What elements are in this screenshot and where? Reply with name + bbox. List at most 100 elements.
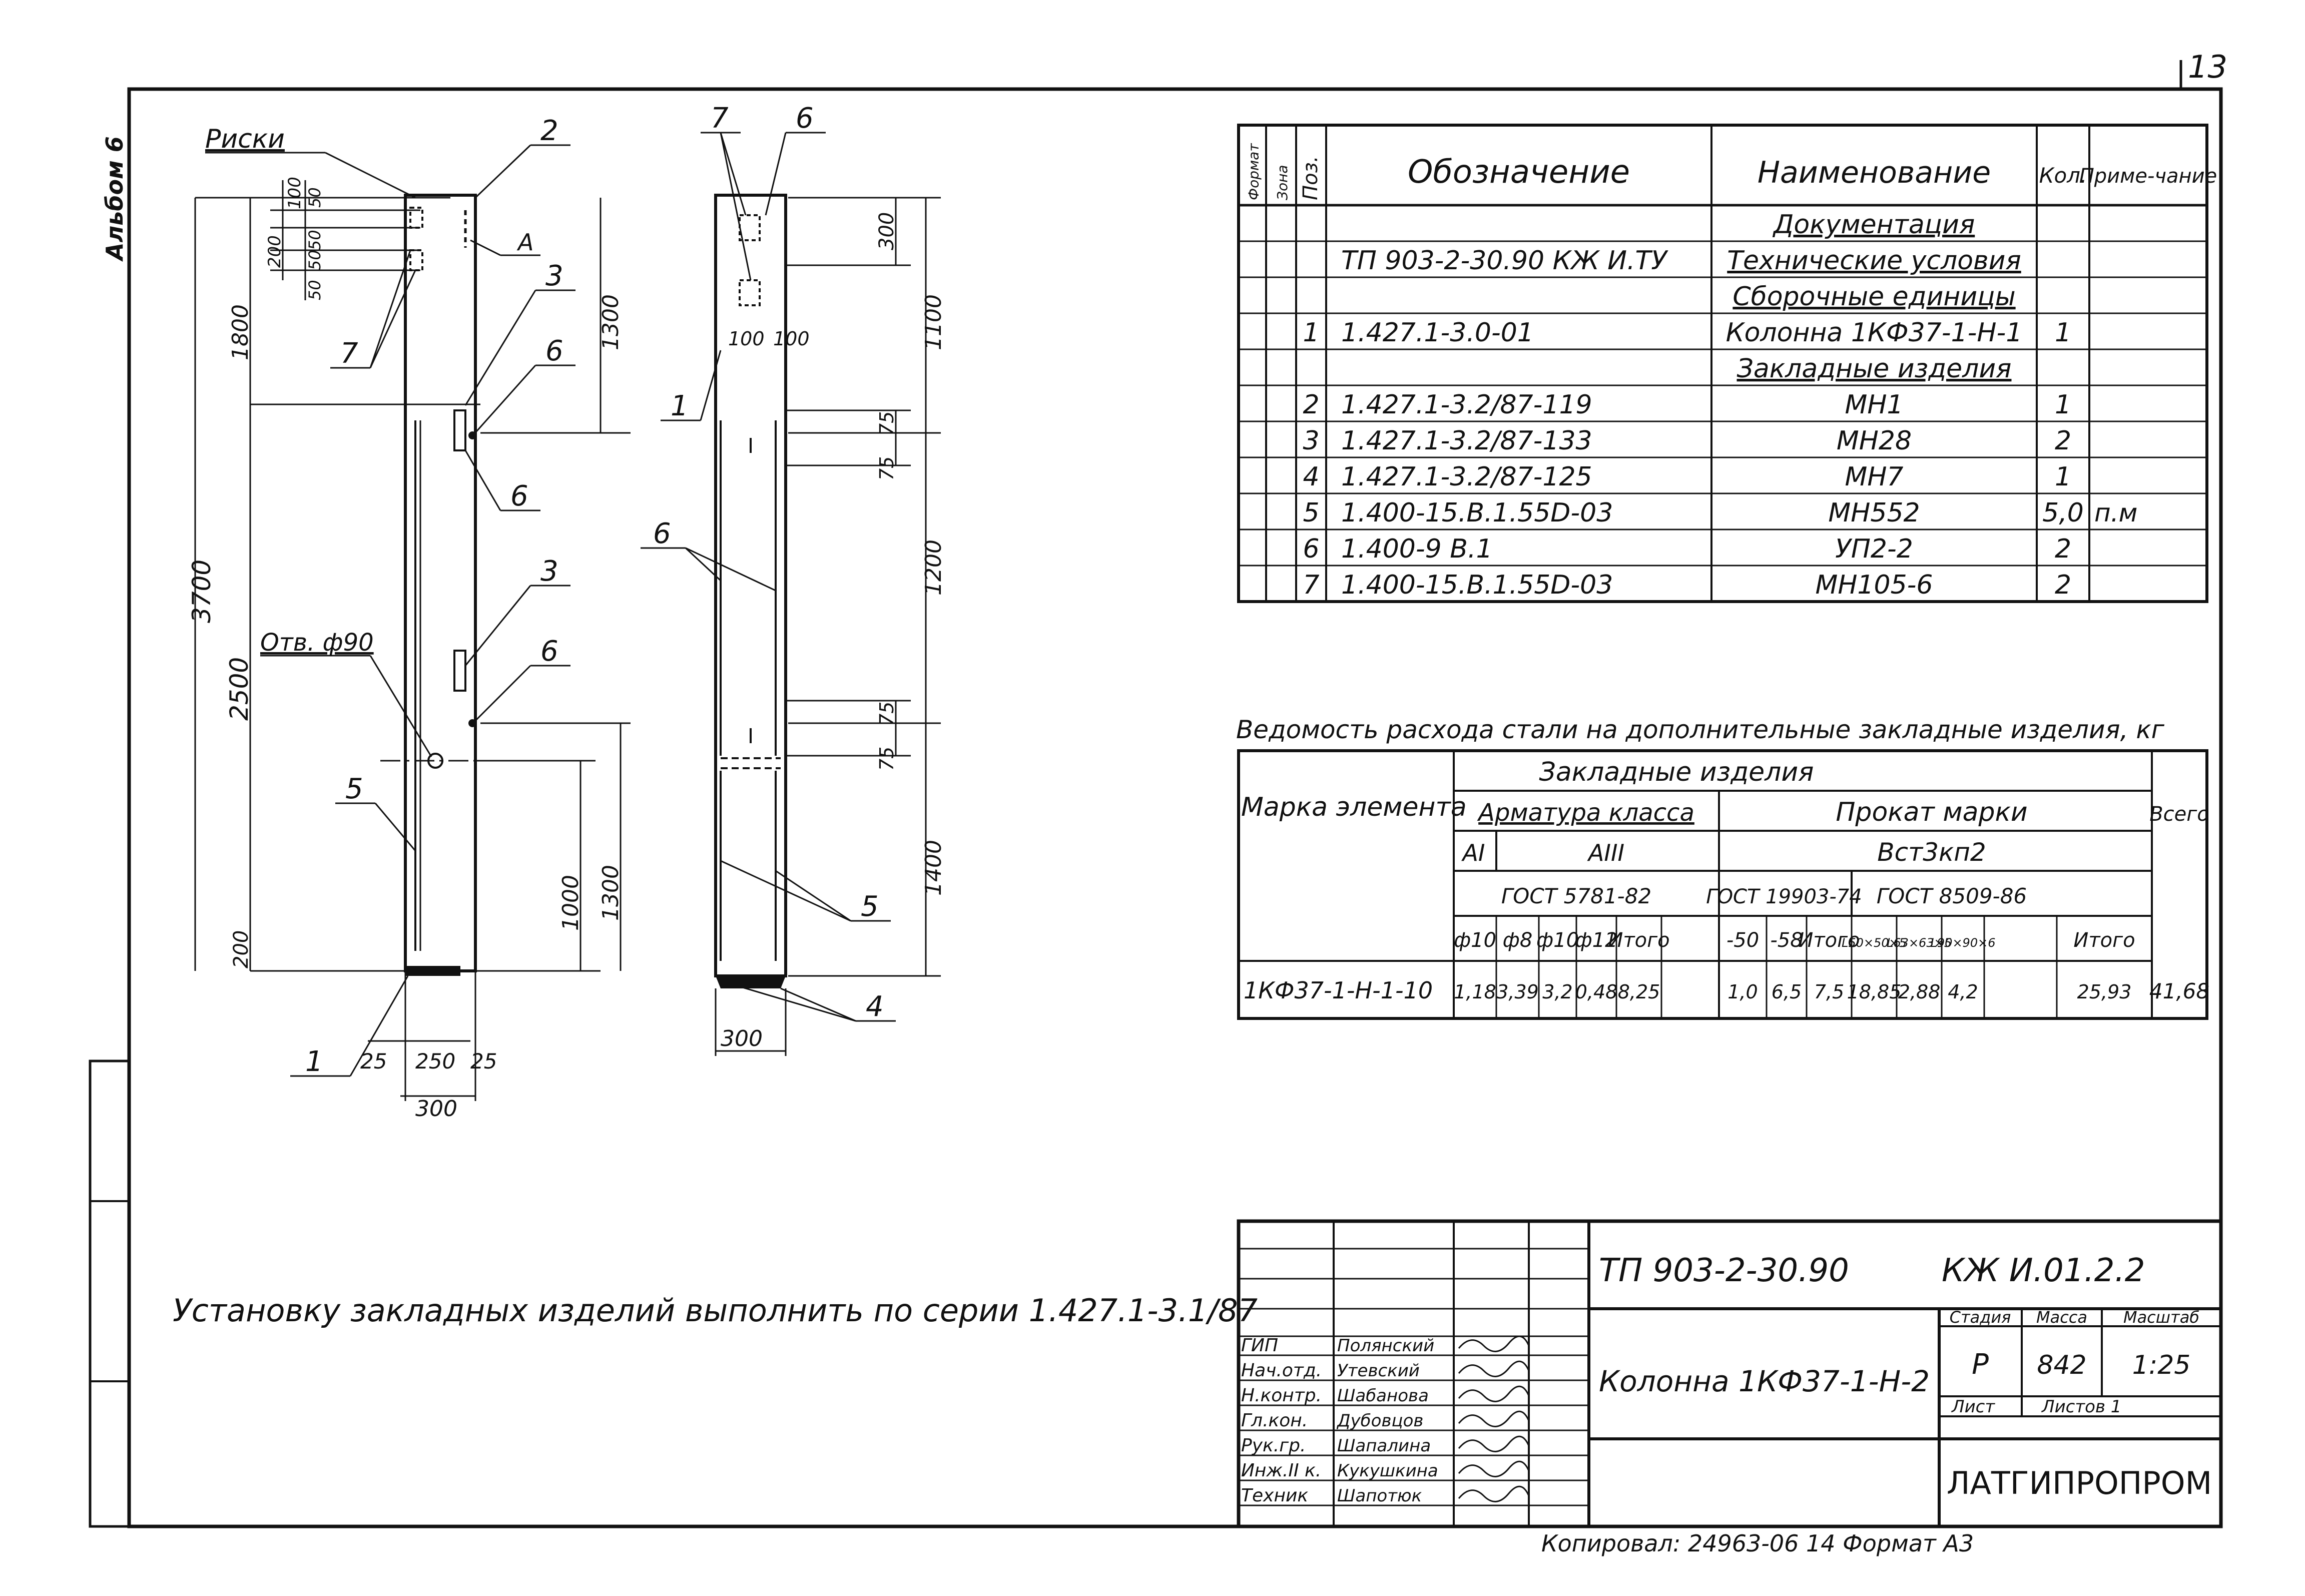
spec-name: МН7: [1845, 462, 1903, 492]
spec-name: МН552: [1828, 498, 1920, 528]
label-a: А: [516, 229, 533, 256]
dim-r-300: 300: [875, 212, 898, 250]
row-mark: 1КФ37-1-Н-1-10: [1244, 977, 1433, 1004]
steel-subcol: Итого: [1798, 929, 1860, 952]
installation-note: Установку закладных изделий выполнить по…: [173, 1292, 1258, 1329]
signature: [1458, 1460, 1530, 1477]
callout-3-bottom: 3: [540, 555, 558, 588]
spec-code: ТП 903-2-30.90 КЖ И.ТУ: [1341, 246, 1668, 276]
spec-code: 1.427.1-3.2/87-119: [1341, 390, 1592, 420]
h-mark: Марка элемента: [1241, 792, 1467, 822]
staff-role: Н.контр.: [1241, 1385, 1322, 1406]
spec-name: Документация: [1773, 210, 1975, 240]
spec-border: [1237, 124, 2208, 603]
steel-value: 0,48: [1575, 981, 1618, 1003]
staff-role: Техник: [1241, 1485, 1308, 1506]
dim-r-300b: 300: [721, 1026, 763, 1051]
dim-50a: 50: [305, 187, 324, 208]
steel-subcol: ф10: [1454, 929, 1496, 952]
steel-subcol: ф12: [1575, 929, 1617, 952]
h-gost1: ГОСТ 5781-82: [1501, 884, 1651, 908]
dim-1300b: 1300: [598, 865, 624, 921]
spec-qty: 1: [2055, 462, 2071, 492]
r-callout-7: 7: [711, 102, 729, 135]
r-callout-4: 4: [866, 990, 884, 1023]
dim-r-100a: 100: [728, 328, 765, 350]
r-callout-1: 1: [671, 390, 689, 422]
steel-subcol: ф10: [1536, 929, 1579, 952]
spec-row: ТП 903-2-30.90 КЖ И.ТУ Технические услови…: [1341, 246, 2021, 276]
signature: [1458, 1385, 1530, 1402]
dim-1300a: 1300: [598, 294, 624, 350]
steel-value: 4,2: [1948, 981, 1978, 1003]
dim-1800: 1800: [228, 304, 253, 360]
spec-name: Закладные изделия: [1737, 354, 2012, 384]
dim-r-1400: 1400: [921, 840, 946, 896]
spec-code: 1.400-15.В.1.55D-03: [1341, 570, 1613, 600]
tb-drawing-name: Колонна 1КФ37-1-Н-2: [1599, 1364, 1930, 1398]
callout-7: 7: [340, 337, 358, 370]
steel-value: 6,5: [1772, 981, 1802, 1003]
staff-name: Утевский: [1337, 1361, 1420, 1381]
tb-code: КЖ И.01.2.2: [1942, 1252, 2145, 1289]
spec-row: Сборочные единицы: [1733, 282, 2015, 312]
spec-pos: 2: [1303, 390, 1319, 420]
dim-r-75d: 75: [876, 747, 898, 771]
callout-5: 5: [345, 773, 363, 805]
spec-name: Колонна 1КФ37-1-Н-1: [1726, 318, 2023, 348]
spec-name: МН1: [1845, 390, 1903, 420]
spec-row: Закладные изделия: [1737, 354, 2012, 384]
steel-value: 3,39: [1496, 981, 1539, 1003]
h-total: Всего: [2149, 803, 2209, 826]
spec-header-4: Наименование: [1758, 155, 1991, 190]
dim-50c: 50: [305, 250, 324, 270]
spec-qty: 2: [2055, 534, 2071, 564]
spec-qty: 5,0: [2042, 498, 2084, 528]
dim-200: 200: [265, 235, 285, 268]
staff-name: Дубовцов: [1336, 1411, 1423, 1431]
dim-25a: 25: [360, 1049, 387, 1074]
spec-note: п.м: [2094, 498, 2137, 527]
dim-r-1200: 1200: [921, 540, 946, 596]
spec-pos: 6: [1303, 534, 1319, 564]
steel-value: 3,2: [1542, 981, 1572, 1003]
steel-value: 25,93: [2077, 981, 2132, 1003]
spec-header-3: Обозначение: [1408, 154, 1630, 191]
dim-r-75c: 75: [876, 702, 898, 726]
spec-name: УП2-2: [1835, 534, 1913, 564]
spec-pos: 7: [1303, 570, 1319, 600]
spec-name: Технические условия: [1727, 246, 2021, 276]
staff-role: ГИП: [1241, 1335, 1278, 1356]
steel-subcol: -58: [1770, 929, 1803, 952]
label-risks: Риски: [205, 124, 285, 154]
staff-role: Инж.II к.: [1241, 1460, 1321, 1481]
spec-name: Сборочные единицы: [1733, 282, 2015, 312]
staff-role: Гл.кон.: [1241, 1410, 1308, 1431]
r-callout-6-top: 6: [796, 102, 814, 135]
staff-role: Нач.отд.: [1241, 1360, 1322, 1381]
spec-pos: 1: [1303, 318, 1319, 348]
row-total: 41,68: [2149, 979, 2209, 1003]
callout-6-top: 6: [545, 335, 563, 367]
album-label: Альбом 6: [101, 136, 128, 262]
h-rebar: Арматура класса: [1477, 799, 1694, 827]
r-callout-6: 6: [653, 517, 671, 550]
steel-subcol: L90×90×6: [1931, 936, 1996, 950]
spec-name: МН105-6: [1815, 570, 1933, 600]
steel-value: 8,25: [1618, 981, 1660, 1003]
page-number: 13: [2188, 49, 2227, 85]
steel-value: 1,0: [1727, 981, 1758, 1003]
signature: [1458, 1360, 1530, 1377]
steel-subcol: ф8: [1503, 929, 1533, 952]
staff-name: Шапотюк: [1337, 1486, 1422, 1506]
spec-header-6: Приме-чание: [2079, 165, 2217, 188]
dim-25b: 25: [470, 1049, 497, 1074]
h-embedded: Закладные изделия: [1539, 757, 1814, 787]
dim-250: 250: [415, 1049, 455, 1074]
copied-line: Копировал: 24963-06 14 Формат А3: [1541, 1530, 1974, 1557]
dim-200b: 200: [230, 930, 253, 968]
spec-code: 1.400-15.В.1.55D-03: [1341, 498, 1613, 528]
dim-2500: 2500: [225, 657, 254, 721]
steel-consumption-table: Ведомость расхода стали на дополнительны…: [1236, 715, 2209, 1020]
